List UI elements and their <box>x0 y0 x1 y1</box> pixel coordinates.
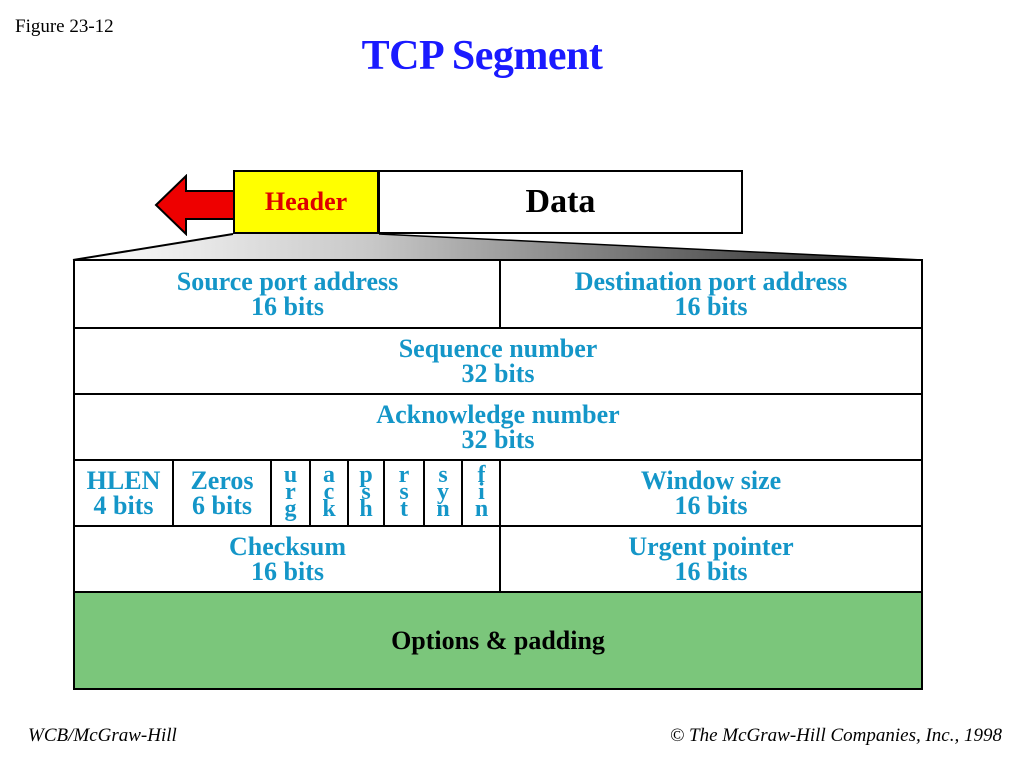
zeros-field: Zeros 6 bits <box>172 459 270 525</box>
field-bits: 16 bits <box>251 292 324 321</box>
field-name: Sequence number <box>398 334 598 363</box>
flag-letter: r <box>398 461 410 488</box>
flag-letter: s <box>361 478 371 505</box>
figure-label: Figure 23-12 <box>15 16 114 37</box>
flag-rst: r s t <box>383 459 423 525</box>
source-port-field: Source port address 16 bits <box>75 261 500 327</box>
flag-letter: c <box>323 478 335 505</box>
acknowledge-number-field: Acknowledge number 32 bits <box>75 393 921 459</box>
window-size-field: Window size 16 bits <box>499 459 921 525</box>
field-bits: 6 bits <box>192 491 252 520</box>
flag-letter: r <box>285 478 296 505</box>
flag-letter: u <box>283 461 298 488</box>
field-bits: 16 bits <box>674 491 748 520</box>
field-name: Zeros <box>190 466 254 495</box>
segment-header-box: Header <box>233 170 379 234</box>
flag-letter: s <box>438 461 448 488</box>
flag-letter: y <box>437 478 449 505</box>
urgent-pointer-field: Urgent pointer 16 bits <box>499 525 921 591</box>
flag-letter: h <box>359 495 373 522</box>
flag-letter: i <box>478 478 485 505</box>
field-name: Checksum <box>228 532 346 561</box>
hlen-field: HLEN 4 bits <box>75 459 172 525</box>
flag-letter: n <box>436 495 450 522</box>
flag-syn: s y n <box>423 459 461 525</box>
flag-letter: n <box>474 495 489 522</box>
flag-letter: k <box>322 495 336 522</box>
flag-letter: t <box>400 495 408 522</box>
flag-letter: a <box>323 461 335 488</box>
field-bits: 16 bits <box>674 292 748 321</box>
flag-letter: s <box>399 478 409 505</box>
copyright-notice: © The McGraw-Hill Companies, Inc., 1998 <box>669 725 1002 746</box>
tcp-header-table: Source port address 16 bits Destination … <box>73 259 923 690</box>
flag-letter: p <box>359 461 373 488</box>
flag-fin: f i n <box>461 459 500 525</box>
field-name: Acknowledge number <box>376 400 620 429</box>
field-bits: 32 bits <box>461 425 535 454</box>
field-bits: 4 bits <box>93 491 154 520</box>
flag-letter: g <box>284 495 297 522</box>
field-name: Source port address <box>176 267 399 296</box>
destination-port-field: Destination port address 16 bits <box>499 261 921 327</box>
field-name: Destination port address <box>574 267 848 296</box>
field-bits: 16 bits <box>251 557 324 586</box>
sequence-number-field: Sequence number 32 bits <box>75 327 921 393</box>
field-name: HLEN <box>86 466 161 495</box>
segment-data-box: Data <box>379 170 743 234</box>
options-padding-field: Options & padding <box>75 591 921 688</box>
field-name: Window size <box>640 466 782 495</box>
field-bits: 32 bits <box>461 359 535 388</box>
left-arrow-icon <box>154 174 237 236</box>
flag-ack: a c k <box>309 459 347 525</box>
flag-psh: p s h <box>347 459 383 525</box>
page-title: TCP Segment <box>361 33 603 79</box>
field-bits: 16 bits <box>674 557 748 586</box>
flag-letter: f <box>477 461 486 488</box>
flag-urg: u r g <box>270 459 309 525</box>
publisher-label: WCB/McGraw-Hill <box>28 725 177 746</box>
checksum-field: Checksum 16 bits <box>75 525 500 591</box>
field-name: Options & padding <box>391 626 605 655</box>
field-name: Urgent pointer <box>628 532 794 561</box>
